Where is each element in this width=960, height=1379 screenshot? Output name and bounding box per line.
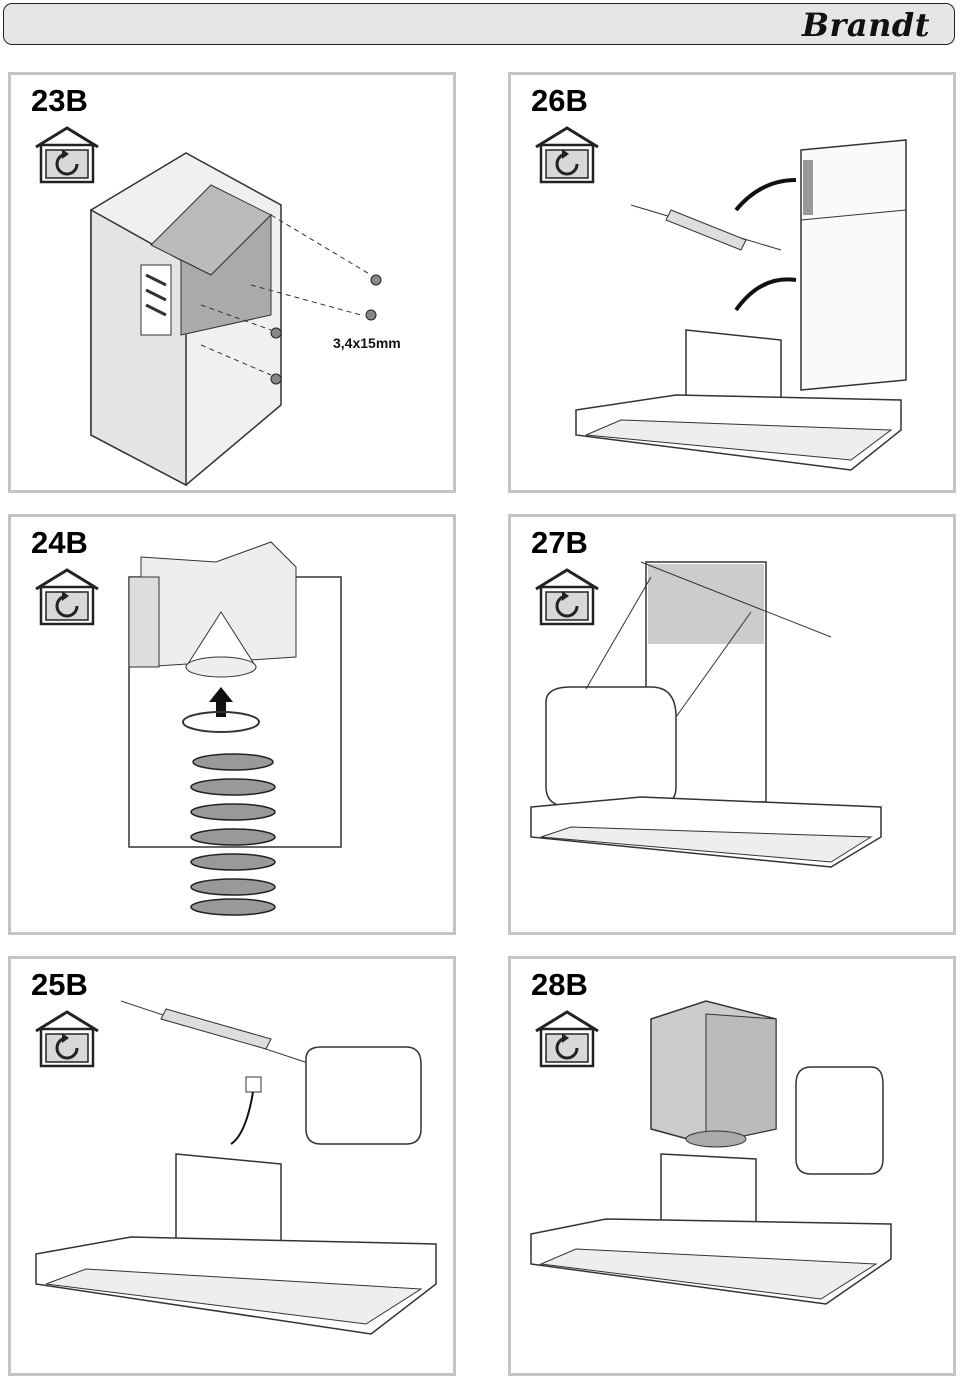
duct-cover-illustration (90, 152, 382, 487)
panel-23b: 23B 3,4x15mm (8, 72, 456, 493)
step-label: 25B (31, 967, 88, 1002)
flexible-duct-illustration (128, 541, 342, 916)
step-label: 26B (531, 83, 588, 118)
chimney-fix-illustration (530, 561, 882, 868)
step-label: 23B (31, 83, 88, 118)
panel-24b: 24B (8, 514, 456, 935)
panel-27b: 27B (508, 514, 956, 935)
brand-logo: Brandt (801, 6, 930, 44)
step-label: 27B (531, 525, 588, 560)
panel-28b: 28B (508, 956, 956, 1376)
chimney-install-illustration (575, 139, 907, 471)
header-bar: Brandt (3, 3, 955, 45)
upper-chimney-illustration (530, 1000, 892, 1305)
step-label: 28B (531, 967, 588, 1002)
step-label: 24B (31, 525, 88, 560)
screw-dimension: 3,4x15mm (333, 335, 401, 351)
panel-26b: 26B (508, 72, 956, 493)
electrical-connection-illustration (35, 1000, 437, 1335)
panel-25b: 25B (8, 956, 456, 1376)
